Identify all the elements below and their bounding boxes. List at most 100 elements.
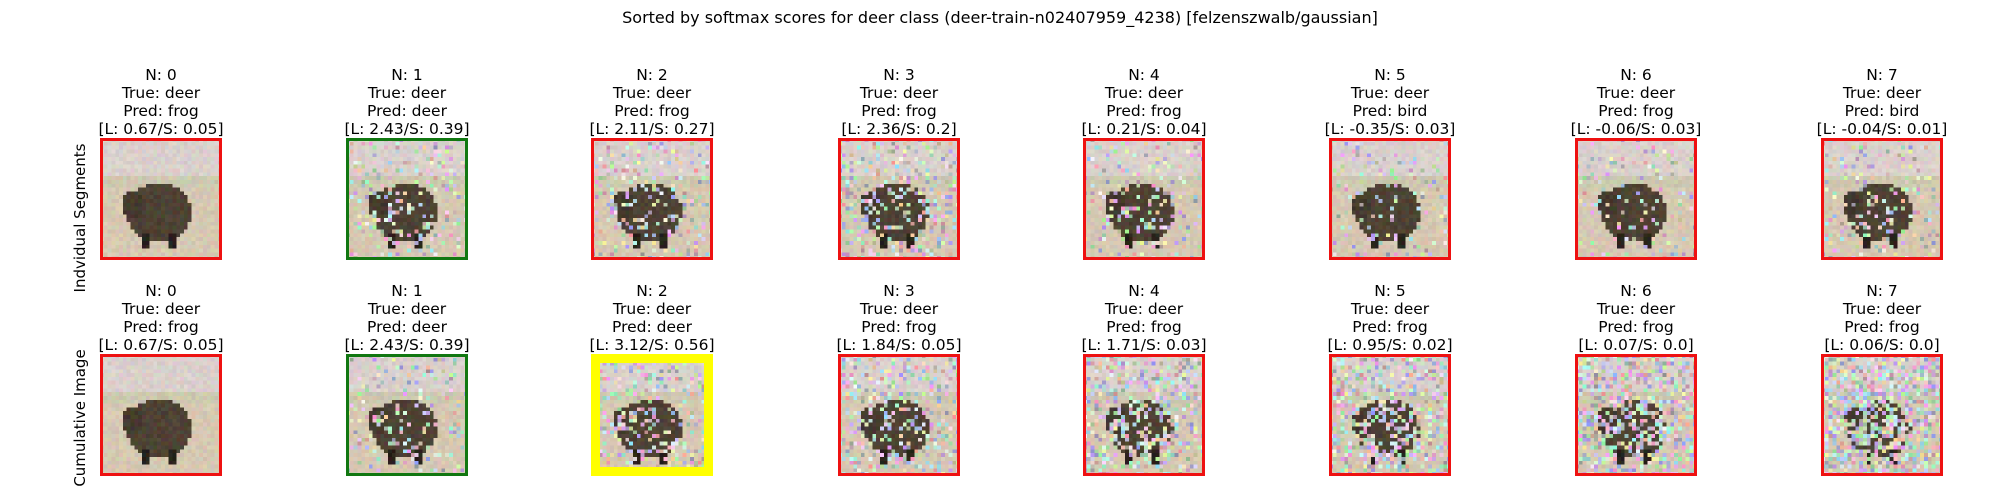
segment-thumbnail — [346, 354, 468, 476]
panel-index: N: 2 — [636, 282, 668, 300]
panel-index: N: 0 — [145, 66, 177, 84]
segment-thumbnail — [1821, 354, 1943, 476]
panel-pred-label: Pred: frog — [1844, 318, 1920, 336]
thumbnail-border — [1083, 138, 1205, 260]
panel-index: N: 5 — [1374, 66, 1406, 84]
segment-thumbnail — [591, 138, 713, 260]
deer-thumbnail-image — [1083, 138, 1205, 260]
panel-true-label: True: deer — [859, 84, 939, 102]
thumbnail-border — [346, 138, 468, 260]
panel-true-label: True: deer — [121, 300, 201, 318]
thumbnail-border — [1821, 354, 1943, 476]
segment-thumbnail — [1083, 354, 1205, 476]
segment-thumbnail — [1329, 138, 1451, 260]
thumbnail-border — [346, 354, 468, 476]
panel-true-label: True: deer — [121, 84, 201, 102]
panel-pred-label: Pred: bird — [1844, 102, 1920, 120]
figure-title: Sorted by softmax scores for deer class … — [622, 8, 1378, 27]
segment-thumbnail — [100, 138, 222, 260]
thumbnail-border — [1821, 138, 1943, 260]
segment-thumbnail — [1083, 138, 1205, 260]
panel-scores: [L: 1.84/S: 0.05] — [836, 336, 962, 354]
panel-scores: [L: 2.43/S: 0.39] — [344, 120, 470, 138]
row-label-cumulative: Cumulative Image — [71, 349, 89, 487]
panel-index: N: 6 — [1620, 66, 1652, 84]
panel-scores: [L: 2.11/S: 0.27] — [589, 120, 715, 138]
panel-true-label: True: deer — [367, 300, 447, 318]
thumbnail-border — [100, 138, 222, 260]
panel-scores: [L: -0.04/S: 0.01] — [1816, 120, 1948, 138]
panel-pred-label: Pred: frog — [861, 318, 937, 336]
thumbnail-border — [1329, 354, 1451, 476]
panel-scores: [L: 0.06/S: 0.0] — [1824, 336, 1940, 354]
thumbnail-border — [1575, 354, 1697, 476]
segment-thumbnail — [838, 138, 960, 260]
panel-true-label: True: deer — [1104, 300, 1184, 318]
deer-thumbnail-image — [591, 138, 713, 260]
segment-thumbnail — [1821, 138, 1943, 260]
panel-index: N: 2 — [636, 66, 668, 84]
thumbnail-border — [100, 354, 222, 476]
row-label-individual: Indvidual Segments — [71, 143, 89, 293]
panel-pred-label: Pred: deer — [367, 102, 447, 120]
thumbnail-border — [1329, 138, 1451, 260]
panel-pred-label: Pred: frog — [1106, 318, 1182, 336]
panel-scores: [L: 0.67/S: 0.05] — [98, 336, 224, 354]
panel-scores: [L: 3.12/S: 0.56] — [589, 336, 715, 354]
panel-index: N: 1 — [391, 282, 423, 300]
segment-thumbnail — [100, 354, 222, 476]
deer-thumbnail-image — [1575, 354, 1697, 476]
panel-scores: [L: 1.71/S: 0.03] — [1081, 336, 1207, 354]
panel-pred-label: Pred: frog — [1352, 318, 1428, 336]
panel-scores: [L: 0.95/S: 0.02] — [1327, 336, 1453, 354]
panel-scores: [L: 0.07/S: 0.0] — [1578, 336, 1694, 354]
panel-true-label: True: deer — [1596, 300, 1676, 318]
panel-scores: [L: 2.43/S: 0.39] — [344, 336, 470, 354]
panel-pred-label: Pred: frog — [614, 102, 690, 120]
panel-true-label: True: deer — [1350, 84, 1430, 102]
panel-pred-label: Pred: deer — [367, 318, 447, 336]
panel-index: N: 3 — [883, 66, 915, 84]
thumbnail-border — [591, 138, 713, 260]
panel-pred-label: Pred: frog — [1106, 102, 1182, 120]
panel-index: N: 7 — [1866, 282, 1898, 300]
thumbnail-border — [1575, 138, 1697, 260]
thumbnail-border — [1083, 354, 1205, 476]
panel-true-label: True: deer — [1350, 300, 1430, 318]
panel-true-label: True: deer — [859, 300, 939, 318]
thumbnail-border — [591, 354, 713, 476]
panel-pred-label: Pred: deer — [612, 318, 692, 336]
panel-true-label: True: deer — [1596, 84, 1676, 102]
panel-scores: [L: 0.21/S: 0.04] — [1081, 120, 1207, 138]
panel-index: N: 4 — [1128, 282, 1160, 300]
panel-index: N: 4 — [1128, 66, 1160, 84]
panel-pred-label: Pred: bird — [1352, 102, 1428, 120]
panel-index: N: 1 — [391, 66, 423, 84]
panel-pred-label: Pred: frog — [861, 102, 937, 120]
panel-pred-label: Pred: frog — [1598, 318, 1674, 336]
panel-scores: [L: -0.06/S: 0.03] — [1570, 120, 1702, 138]
panel-scores: [L: -0.35/S: 0.03] — [1324, 120, 1456, 138]
panel-index: N: 3 — [883, 282, 915, 300]
panel-index: N: 5 — [1374, 282, 1406, 300]
segment-thumbnail — [838, 354, 960, 476]
segment-thumbnail — [1575, 354, 1697, 476]
panel-index: N: 6 — [1620, 282, 1652, 300]
deer-thumbnail-image — [838, 354, 960, 476]
segment-thumbnail — [346, 138, 468, 260]
deer-thumbnail-image — [1329, 354, 1451, 476]
